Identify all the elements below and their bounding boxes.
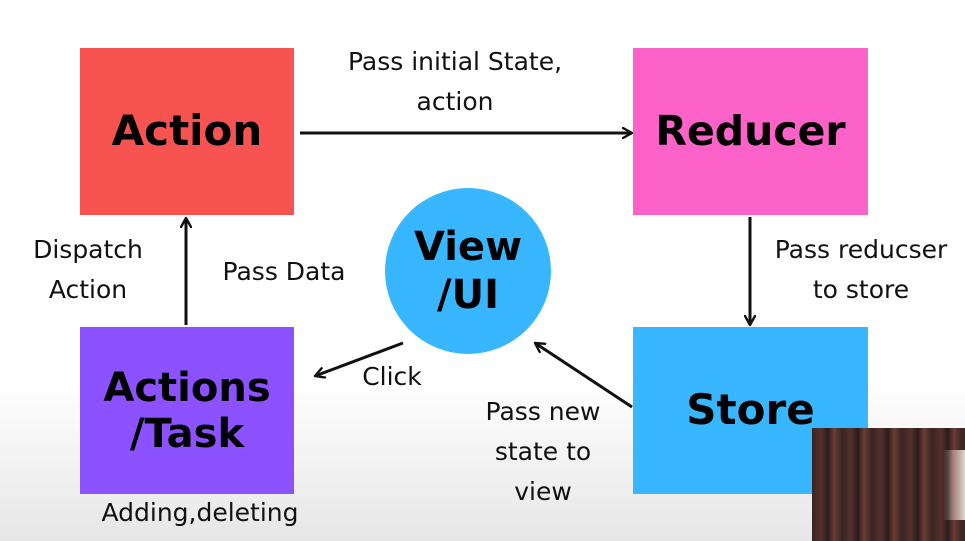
arrow-view-to-task bbox=[315, 341, 404, 376]
reducer-label: Reducer bbox=[655, 106, 846, 155]
view-ui-circle: View /UI bbox=[385, 188, 551, 354]
edge-label-dispatch-action: Dispatch Action bbox=[33, 235, 143, 304]
actions-task-box: Actions /Task bbox=[80, 327, 294, 494]
view-ui-label: View /UI bbox=[413, 224, 523, 318]
action-label: Action bbox=[111, 106, 263, 156]
reducer-box: Reducer bbox=[633, 48, 868, 215]
edge-label-click: Click bbox=[362, 362, 422, 391]
store-label: Store bbox=[686, 385, 815, 435]
edge-label-pass-initial-state: Pass initial State, action bbox=[347, 47, 563, 116]
actions-task-label: Actions /Task bbox=[103, 364, 271, 457]
webcam-light bbox=[943, 450, 965, 520]
edge-label-pass-data: Pass Data bbox=[222, 257, 346, 286]
caption-adding-deleting: Adding,deleting bbox=[101, 498, 299, 527]
edge-label-pass-new-state: Pass new state to view bbox=[485, 397, 601, 506]
arrow-store-to-view bbox=[535, 341, 633, 409]
action-box: Action bbox=[80, 48, 294, 215]
edge-label-pass-reducer: Pass reducser to store bbox=[774, 235, 948, 304]
webcam-overlay bbox=[812, 428, 965, 541]
